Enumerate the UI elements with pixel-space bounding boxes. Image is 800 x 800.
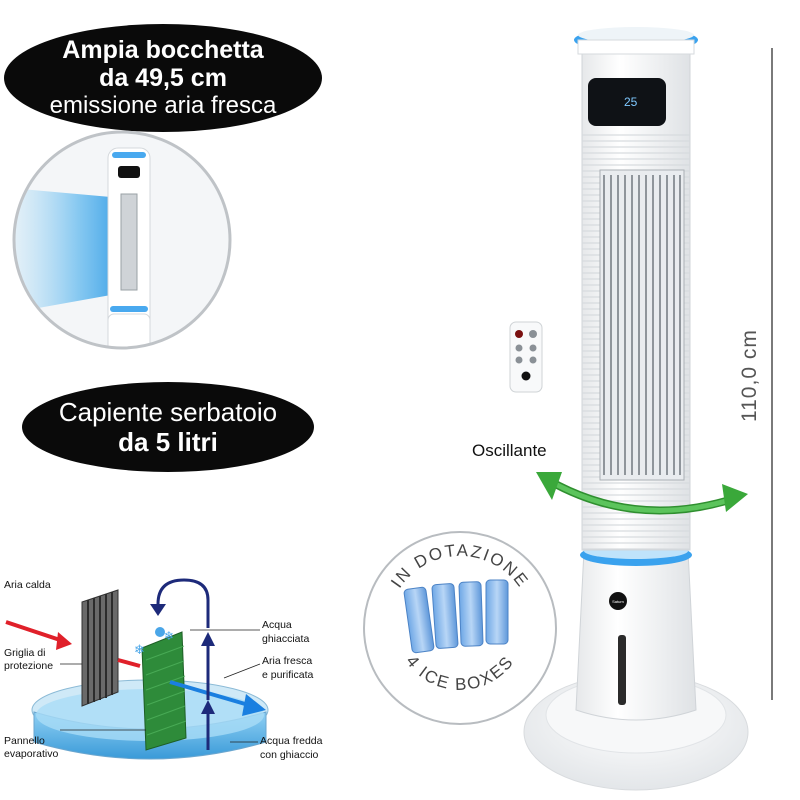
label-hot-air: Aria calda bbox=[4, 579, 51, 591]
fresh-air-arrow bbox=[169, 680, 253, 708]
nozzle-badge: Ampia bocchetta da 49,5 cm emissione ari… bbox=[4, 24, 322, 132]
label-cold-water-line1: Acqua fredda bbox=[260, 735, 323, 747]
snowflake-icon: ❄ bbox=[134, 642, 145, 657]
ice-packs bbox=[403, 579, 509, 654]
ice-box-badge: IN DOTAZIONE 4 ICE BOXES bbox=[363, 531, 557, 725]
height-label: 110,0 cm bbox=[738, 329, 761, 422]
label-panel-line1: Pannello bbox=[4, 735, 45, 747]
remote-control bbox=[509, 321, 543, 393]
water-drop-icon bbox=[155, 627, 165, 637]
tower-fan: Saturn 25 bbox=[523, 27, 773, 791]
cool-air-stream bbox=[14, 188, 122, 313]
brand-logo bbox=[609, 592, 627, 610]
control-display bbox=[588, 78, 666, 126]
label-ice-water-line1: Acqua bbox=[262, 619, 292, 631]
label-cold-water-line2: con ghiaccio bbox=[260, 749, 319, 761]
label-grid-line2: protezione bbox=[4, 660, 53, 672]
evaporative-panel bbox=[141, 631, 187, 751]
brand-logo-text: Saturn bbox=[612, 599, 624, 604]
hot-air-arrow bbox=[5, 620, 67, 644]
label-panel-line2: evaporativo bbox=[4, 748, 58, 760]
height-label-box: 110,0 cm bbox=[738, 329, 761, 422]
water-circulation-arrow bbox=[156, 578, 210, 628]
cooling-diagram: ❄ ❄ Aria calda Griglia di protezione Pan… bbox=[4, 578, 323, 761]
air-outlet-grille bbox=[599, 169, 685, 481]
oscillation-arrow-right-head bbox=[722, 484, 748, 512]
tank-badge-line2: da 5 litri bbox=[118, 427, 218, 457]
water-tank bbox=[575, 549, 697, 721]
airflow-inset bbox=[12, 130, 232, 350]
label-grid-line1: Griglia di bbox=[4, 647, 45, 659]
tank-badge: Capiente serbatoio da 5 litri bbox=[22, 382, 314, 472]
protective-grille bbox=[81, 589, 119, 707]
label-fresh-air-line1: Aria fresca bbox=[262, 655, 312, 667]
oscillation-label: Oscillante bbox=[472, 441, 547, 460]
oscillation-arrow-left-head bbox=[536, 472, 562, 500]
nozzle-badge-line3: emissione aria fresca bbox=[49, 92, 277, 119]
label-ice-water-line2: ghiacciata bbox=[262, 633, 309, 645]
display-temperature: 25 bbox=[624, 95, 638, 109]
nozzle-badge-line2: da 49,5 cm bbox=[99, 64, 227, 92]
nozzle-badge-line1: Ampia bocchetta bbox=[62, 36, 264, 64]
svg-text:❄: ❄ bbox=[164, 629, 174, 643]
label-fresh-air-line2: e purificata bbox=[262, 669, 314, 681]
water-level-window bbox=[618, 635, 626, 705]
tank-badge-line1: Capiente serbatoio bbox=[58, 397, 278, 427]
oscillation-label-box: Oscillante bbox=[472, 441, 547, 460]
